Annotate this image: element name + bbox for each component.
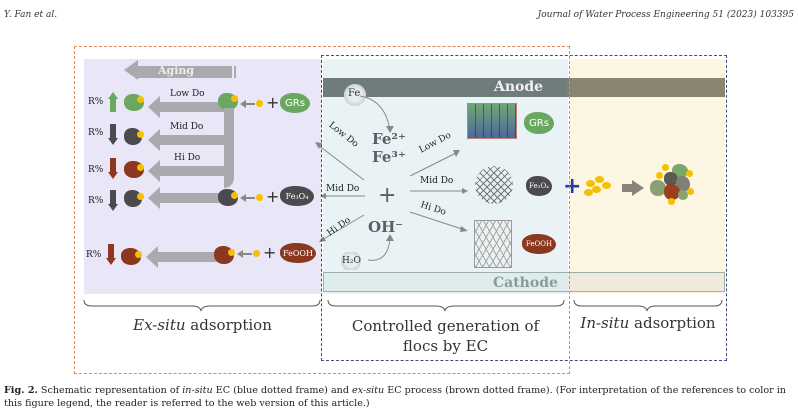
ec-caption-line2: flocs by EC [402, 337, 489, 355]
fe2-ion-label: Fe²⁺ [372, 130, 406, 148]
in-situ-frame [321, 55, 727, 361]
reaction-arrows [315, 95, 468, 261]
ex-situ-frame [74, 46, 570, 374]
ex-situ-caption-rest: adsorption [185, 316, 272, 334]
fe-anode-burst-icon [344, 84, 366, 106]
running-header-journal: Journal of Water Process Engineering 51 … [537, 10, 794, 20]
plus-sign: + [263, 243, 277, 262]
caption-text: Schematic representation of [37, 385, 183, 396]
trend-down-icon [108, 158, 118, 180]
ec-caption: Controlled generation of flocs by EC [323, 316, 568, 356]
small-arrow [240, 100, 255, 108]
aging-label: Aging [158, 64, 195, 77]
pollutant-icon [256, 194, 263, 201]
h2o-label: H₂O [342, 256, 361, 266]
plus-sign: + [378, 183, 397, 208]
arrow-head [315, 142, 322, 149]
pollutant-icon [137, 131, 144, 138]
pollutant-icon [135, 251, 142, 258]
low-do-arrow [148, 96, 230, 118]
cathode-label: Cathode [493, 275, 558, 291]
mid-do-arrow [148, 129, 230, 151]
pollutant-icon [137, 96, 144, 103]
pollutant-icon [253, 250, 260, 257]
r-percent-label: R% [88, 165, 104, 175]
plus-sign: + [563, 174, 582, 199]
hi-do-ex-situ-arrow [146, 246, 220, 268]
fe-label: Fe [348, 88, 361, 99]
fe3o4-product-icon: Fe₃O₄ [526, 176, 552, 196]
process-arrow-icon [622, 180, 644, 196]
feooh-product-icon: FeOOH [522, 234, 556, 254]
mid-do-ex-situ-arrow [148, 187, 222, 209]
trend-up-icon [108, 92, 118, 112]
hi-do-label: Hi Do [174, 153, 201, 163]
grs-floc-icon: GRs [280, 93, 310, 113]
trend-down-icon [108, 190, 118, 212]
in-situ-brace [573, 299, 723, 312]
trend-down-icon [108, 124, 118, 146]
ex-situ-caption: Ex-situ adsorption [84, 316, 321, 334]
running-header-authors: Y. Fan et al. [4, 10, 58, 20]
mid-do-left-label: Mid Do [326, 184, 360, 194]
in-situ-caption-rest: adsorption [629, 314, 716, 332]
h2o-burst-icon [340, 252, 362, 270]
pollutant-icon [228, 249, 235, 256]
ec-brace [327, 299, 565, 312]
floc-aggregate-icon [650, 162, 696, 208]
ex-situ-brace [83, 299, 321, 312]
anode-label: Anode [494, 79, 544, 95]
fe3-ion-label: Fe³⁺ [372, 148, 406, 166]
cathode-bar [323, 272, 725, 292]
r-percent-label: R% [88, 97, 104, 107]
r-percent-label: R% [88, 128, 104, 138]
figure-caption: Fig. 2. Schematic representation of in-s… [4, 384, 794, 410]
fe3o4-crystal-structure-icon [475, 166, 513, 204]
pollutant-icon [231, 192, 238, 199]
trend-down-icon [106, 244, 116, 266]
anode-bar [323, 78, 725, 97]
aging-arrow: Aging [124, 60, 236, 80]
gr-crystal-structure-icon [467, 103, 517, 139]
caption-italic: in-situ [182, 385, 213, 396]
mid-do-label: Mid Do [170, 122, 204, 132]
pollutant-icon [137, 193, 144, 200]
plus-sign: + [266, 187, 280, 206]
figure-label: Fig. 2. [4, 385, 38, 396]
pollutant-icon [256, 100, 263, 107]
in-situ-caption: In-situ adsorption [572, 314, 724, 332]
pollutant-icon [137, 164, 144, 171]
hi-do-arrow [148, 160, 230, 182]
pollutant-icon [231, 95, 238, 102]
feooh-floc-icon: FeOOH [280, 243, 316, 263]
in-situ-caption-italic: In-situ [580, 314, 630, 332]
fe3o4-floc-icon: Fe₃O₄ [280, 186, 314, 206]
r-percent-label: R% [86, 250, 102, 260]
hydroxide-label: OH⁻ [368, 218, 404, 236]
small-arrow [237, 250, 252, 258]
caption-text: EC process (brown dotted frame). (For in… [4, 385, 786, 409]
ex-situ-caption-italic: Ex-situ [133, 316, 186, 334]
grs-product-icon: GRs [524, 112, 554, 134]
plus-sign: + [266, 93, 280, 112]
small-arrow [240, 194, 255, 202]
do-branch-connector [224, 108, 234, 188]
low-do-label: Low Do [170, 89, 205, 99]
r-percent-label: R% [88, 196, 104, 206]
ec-caption-line1: Controlled generation of [351, 317, 540, 335]
mid-do-right-label: Mid Do [420, 176, 454, 186]
caption-italic: ex-situ [352, 385, 385, 396]
caption-text: EC (blue dotted frame) and [212, 385, 353, 396]
pollutant-cluster-icon [584, 176, 614, 198]
feooh-crystal-structure-icon [474, 220, 512, 268]
